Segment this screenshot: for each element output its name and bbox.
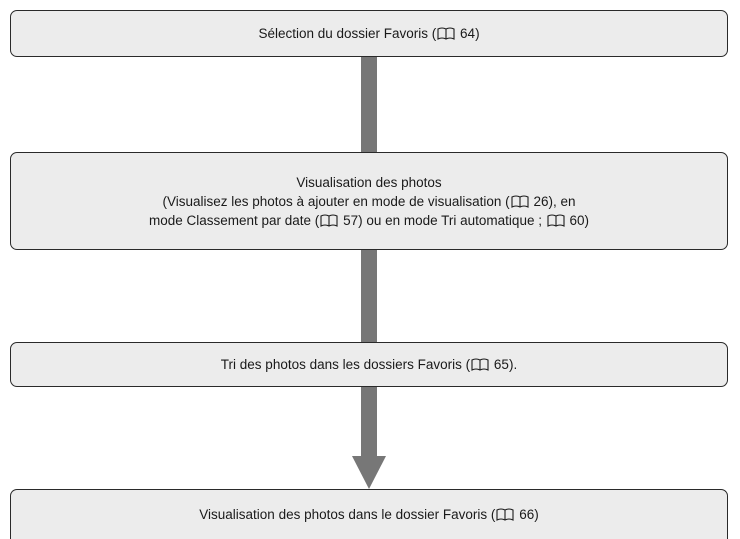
page-reference: 66 [519, 507, 535, 522]
step-text: Visualisation des photos dans le dossier… [199, 507, 539, 522]
step-text: mode Classement par date ( 57) ou en mod… [148, 212, 590, 228]
connector-line [361, 249, 377, 342]
page-reference: 26 [533, 193, 549, 209]
book-icon [320, 213, 338, 227]
flow-step-view-photos: Visualisation des photos (Visualisez les… [10, 152, 728, 250]
book-icon [547, 213, 565, 227]
book-icon [471, 358, 489, 371]
book-icon [437, 27, 455, 40]
flow-step-sort-photos: Tri des photos dans les dossiers Favoris… [10, 342, 728, 387]
book-icon [511, 194, 529, 208]
page-reference: 65 [493, 357, 509, 372]
book-icon [496, 508, 514, 521]
flow-step-view-favorites: Visualisation des photos dans le dossier… [10, 489, 728, 539]
step-title: Visualisation des photos [296, 174, 442, 190]
step-text: Tri des photos dans les dossiers Favoris… [220, 357, 518, 372]
step-text: (Visualisez les photos à ajouter en mode… [162, 193, 576, 209]
arrow-down-icon [352, 456, 386, 489]
step-text: Sélection du dossier Favoris ( 64) [258, 26, 480, 41]
page-reference: 57 [343, 212, 359, 228]
connector-line [361, 57, 377, 152]
page-reference: 60 [569, 212, 585, 228]
connector-line [361, 386, 377, 458]
flow-step-select-folder: Sélection du dossier Favoris ( 64) [10, 10, 728, 57]
page-reference: 64 [460, 26, 476, 41]
